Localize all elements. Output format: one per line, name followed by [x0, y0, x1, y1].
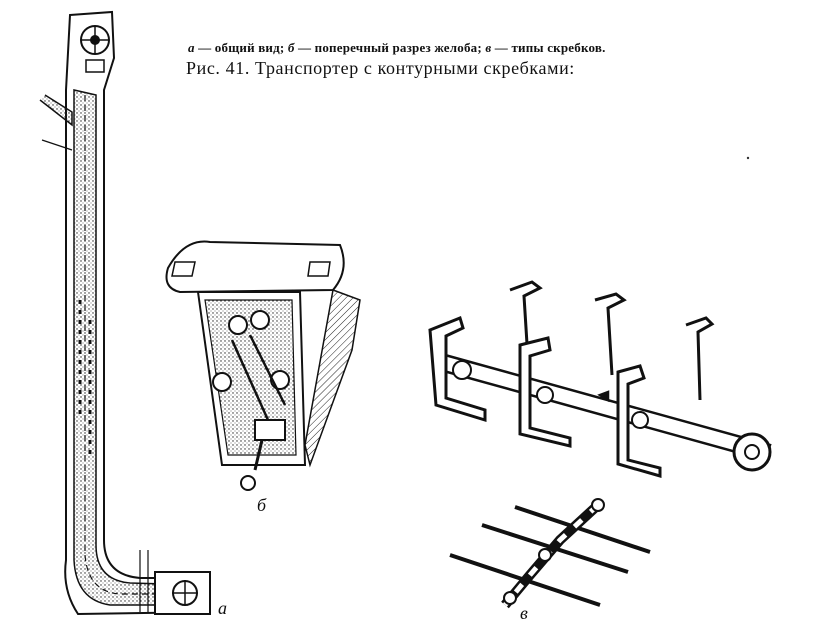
- subcaption-a-text: — общий вид;: [194, 40, 288, 55]
- subcaption-v-text: — типы скребков.: [491, 40, 606, 55]
- panel-v-label: в: [520, 603, 528, 623]
- panel-b-label: б: [257, 495, 267, 515]
- panel-a-label: а: [218, 598, 227, 618]
- figure-subcaption: а — общий вид; б — поперечный разрез жел…: [188, 40, 606, 56]
- subcaption-v-letter: в: [485, 40, 492, 55]
- panel-a-conveyor-drawing: [39, 10, 211, 616]
- subcaption-b-text: — поперечный разрез желоба;: [294, 40, 486, 55]
- panel-b-trough-section-drawing: [165, 240, 361, 491]
- panel-v-rod-scraper-drawing: [449, 498, 651, 609]
- subcaption-b-letter: б: [287, 40, 295, 55]
- speck-mark: [746, 156, 750, 160]
- figure-caption: Рис. 41. Транспортер с контурными скребк…: [186, 58, 575, 78]
- panel-v-scraper-chain-drawing: [428, 280, 772, 478]
- subcaption-a-letter: а: [188, 40, 195, 55]
